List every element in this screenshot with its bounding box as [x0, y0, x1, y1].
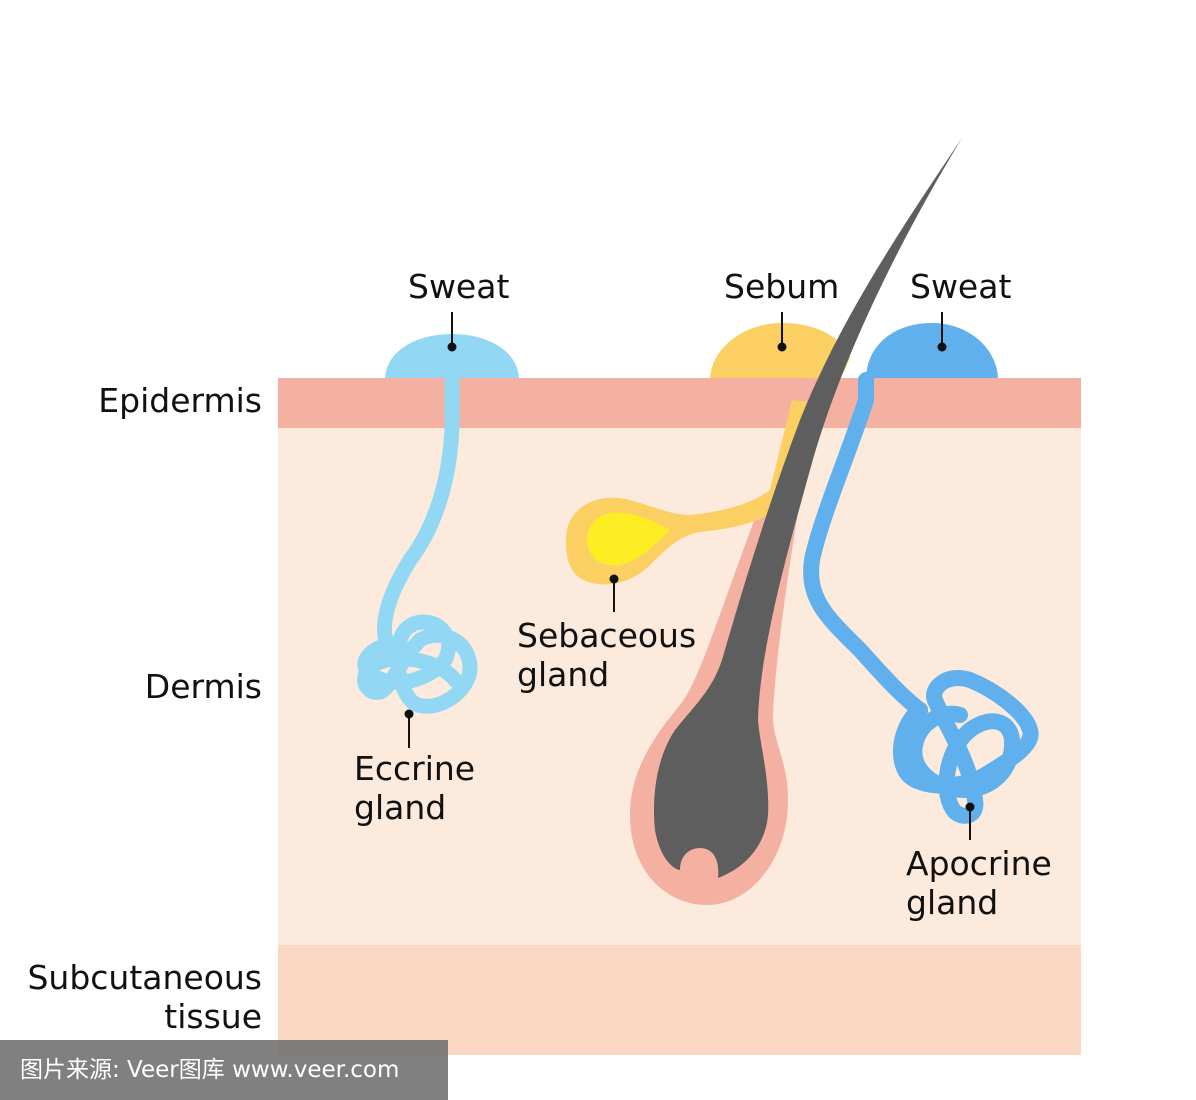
sweat-droplet-left — [385, 334, 519, 380]
label-eccrine-line2: gland — [354, 788, 446, 827]
label-apocrine-line2: gland — [906, 883, 998, 922]
label-sweat-left: Sweat — [408, 267, 509, 306]
label-subcutaneous-line1: Subcutaneous — [27, 958, 262, 997]
eccrine-gland — [357, 372, 478, 714]
label-apocrine-line1: Apocrine — [906, 844, 1052, 883]
label-eccrine-line1: Eccrine — [354, 749, 475, 788]
sebum-droplet — [710, 323, 850, 380]
epidermis-layer — [278, 378, 1081, 428]
hair-shaft — [654, 138, 962, 878]
label-epidermis: Epidermis — [98, 381, 262, 420]
label-subcutaneous-line2: tissue — [164, 997, 262, 1036]
label-sebaceous-line2: gland — [517, 655, 609, 694]
sebaceous-gland — [566, 400, 808, 585]
watermark-banner: 图片来源: Veer图库 www.veer.com — [0, 1040, 448, 1100]
label-sebum: Sebum — [724, 267, 839, 306]
label-sebaceous-line1: Sebaceous — [517, 616, 696, 655]
leader-lines — [404, 312, 975, 840]
subcutaneous-layer — [278, 944, 1081, 1055]
watermark-text: 图片来源: Veer图库 www.veer.com — [20, 1057, 400, 1083]
sweat-droplet-right — [866, 323, 998, 380]
label-sweat-right: Sweat — [910, 267, 1011, 306]
label-dermis: Dermis — [145, 667, 262, 706]
apocrine-gland — [803, 372, 1039, 824]
